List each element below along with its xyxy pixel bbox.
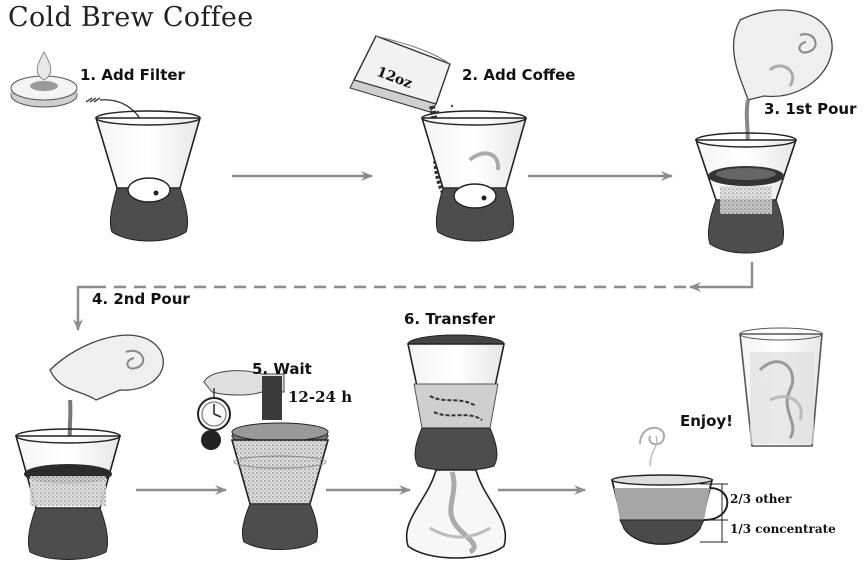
carafe-5 (230, 422, 330, 550)
step-2-label: 2. Add Coffee (462, 66, 576, 84)
step-1-label: 1. Add Filter (80, 66, 185, 84)
carafe-1 (94, 110, 202, 242)
arrow-3-4 (689, 262, 754, 292)
ratio-concentrate: 1/3 concentrate (730, 522, 836, 536)
step-3-label: 3. 1st Pour (764, 100, 857, 118)
stopwatch-icon (197, 370, 285, 450)
decanter (405, 469, 507, 559)
step-6-label: 6. Transfer (404, 310, 496, 328)
coffee-bag-icon (349, 35, 454, 198)
ratio-brackets (700, 483, 728, 543)
carafe-2 (420, 110, 528, 242)
carafe-3 (694, 132, 798, 254)
diagram-title: Cold Brew Coffee (8, 2, 254, 33)
step-5-label: 5. Wait (252, 360, 312, 378)
iced-glass (739, 327, 823, 447)
ratio-other: 2/3 other (730, 492, 792, 506)
arrow-to-4 (73, 285, 100, 331)
enjoy-label: Enjoy! (680, 412, 733, 430)
coffee-cup (610, 426, 729, 545)
pitcher-icon-1 (732, 9, 833, 163)
wait-time: 12-24 h (288, 388, 353, 406)
step-4-label: 4. 2nd Pour (92, 290, 190, 308)
carafe-4 (14, 428, 122, 560)
carafe-6 (407, 334, 505, 471)
flow-arrows (73, 171, 754, 495)
